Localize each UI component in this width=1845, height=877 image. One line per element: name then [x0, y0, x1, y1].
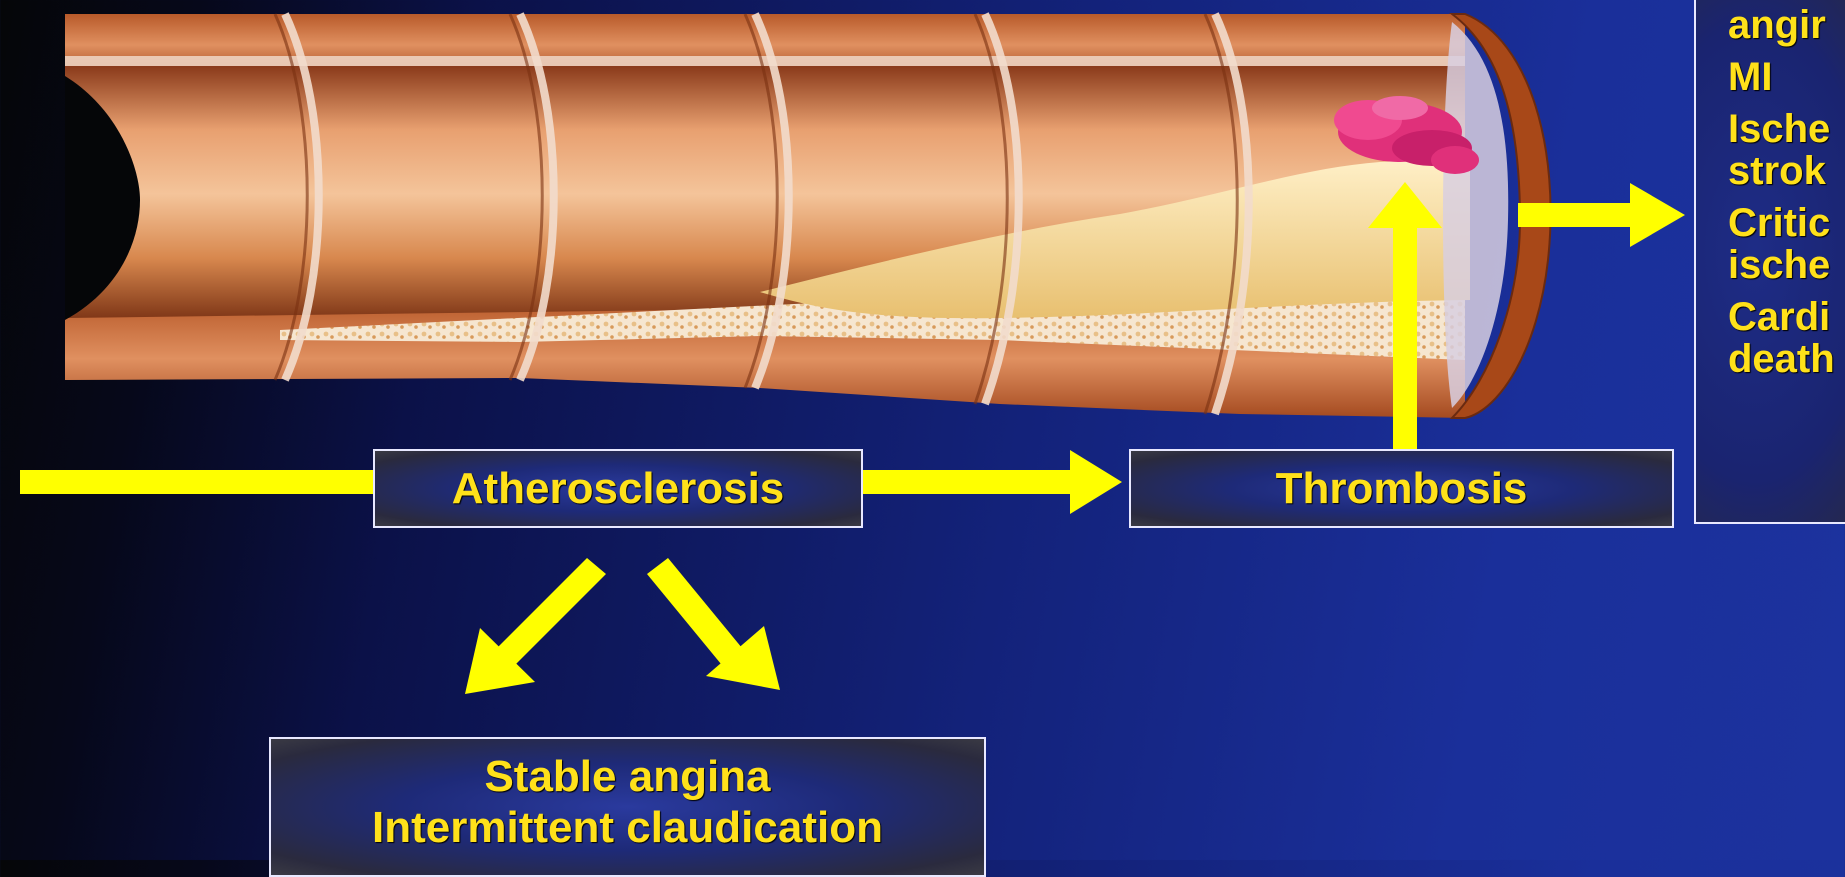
- artery-cross-section: [65, 14, 1551, 418]
- thrombosis-label: Thrombosis: [1276, 464, 1528, 513]
- arrow-atherosclerosis-to-thrombosis: [863, 450, 1122, 514]
- arrow-down-left-to-stable: [465, 558, 606, 694]
- outcome-ischemic-stroke: Ische strok: [1728, 108, 1845, 192]
- atherosclerosis-label: Atherosclerosis: [452, 464, 785, 513]
- outcome-cardiac-death: Cardi death: [1728, 296, 1845, 380]
- stable-angina-box: Stable angina Intermittent claudication: [269, 737, 986, 877]
- arrow-down-right-to-stable: [647, 558, 780, 690]
- artery-top-intima: [65, 56, 1465, 66]
- atherosclerosis-box: Atherosclerosis: [373, 449, 863, 528]
- outcome-angina: angir: [1728, 4, 1845, 46]
- arrow-left-into-atherosclerosis: [20, 470, 375, 494]
- intermittent-claudication-label: Intermittent claudication: [271, 802, 984, 853]
- thrombosis-box: Thrombosis: [1129, 449, 1674, 528]
- clinical-outcomes-box: angir MI Ische strok Critic ische Cardi …: [1694, 0, 1845, 524]
- outcome-mi: MI: [1728, 56, 1845, 98]
- stable-angina-label: Stable angina: [271, 751, 984, 802]
- outcome-critical-ischemia: Critic ische: [1728, 202, 1845, 286]
